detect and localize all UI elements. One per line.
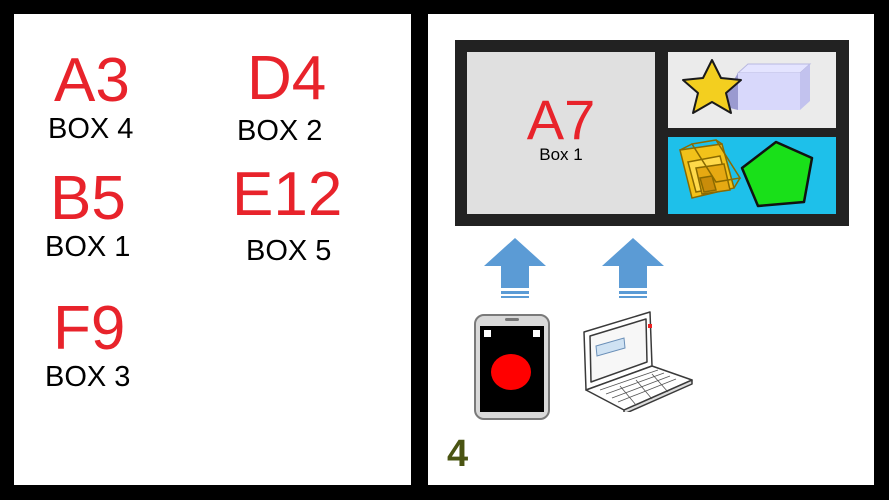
smartphone-icon [474, 314, 550, 420]
box-label-a3: BOX 4 [48, 113, 134, 145]
box-label-f9: BOX 3 [45, 361, 131, 393]
screen-main-code: A7 [526, 88, 596, 151]
left-panel [14, 14, 411, 485]
code-d4: D4 [247, 44, 327, 113]
star-icon [682, 59, 742, 114]
wireframe-cube-icon [679, 139, 742, 199]
screen-main-box-label: Box 1 [539, 145, 583, 164]
code-b5: B5 [50, 164, 126, 233]
box-label-e12: BOX 5 [246, 235, 332, 267]
pentagon-icon [740, 140, 814, 208]
laptop-icon [583, 311, 693, 412]
cube-pentagon-illustration [679, 139, 814, 208]
up-arrow-icon [602, 238, 664, 298]
up-arrow-icon [484, 238, 546, 298]
code-a3: A3 [54, 46, 130, 115]
cube-icon [724, 63, 812, 110]
box-label-d4: BOX 2 [237, 115, 323, 147]
code-f9: F9 [53, 294, 126, 363]
step-number: 4 [447, 433, 469, 475]
screen-main-tile [467, 52, 655, 214]
box-label-b5: BOX 1 [45, 231, 131, 263]
star-cube-illustration [682, 59, 812, 114]
code-e12: E12 [232, 160, 343, 229]
